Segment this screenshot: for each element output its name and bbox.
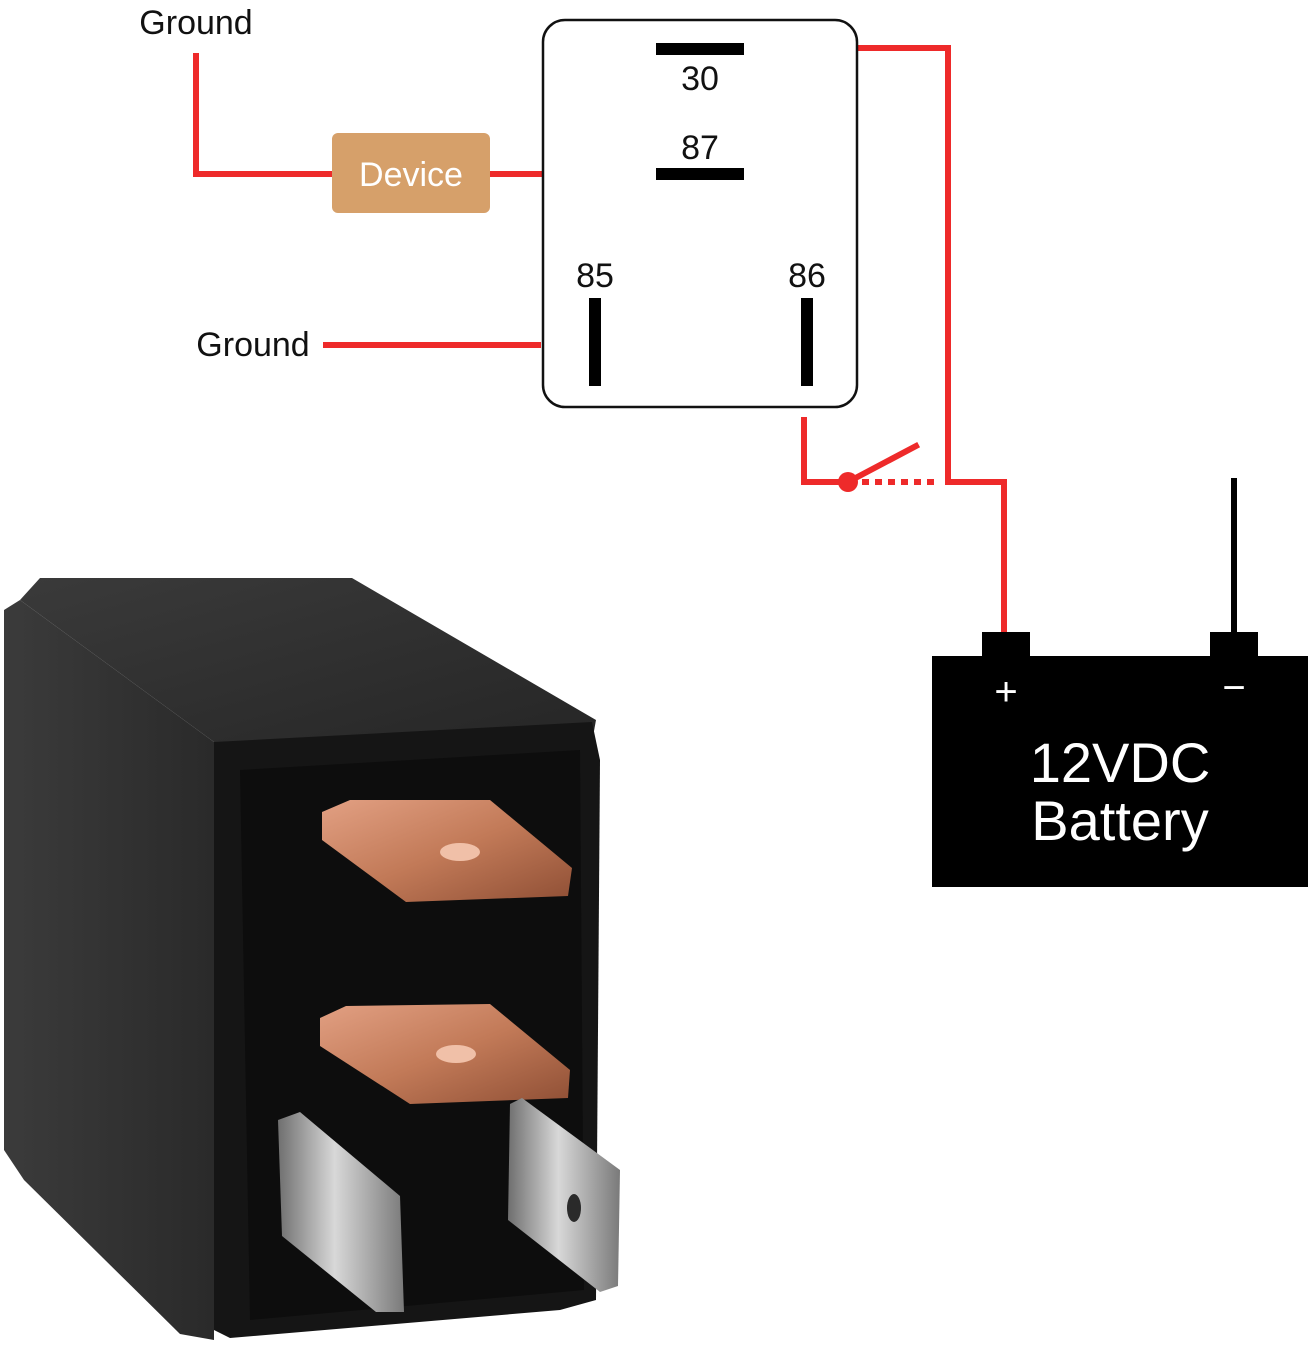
battery-positive-terminal: [982, 632, 1030, 658]
silver-terminal-right-hole: [567, 1194, 581, 1222]
battery: + − 12VDC Battery: [932, 632, 1308, 887]
device-label: Device: [359, 156, 463, 194]
pin-86-contact: [801, 298, 813, 386]
wires: [193, 45, 1007, 639]
battery-voltage-label: 12VDC: [1030, 731, 1211, 794]
pin-85-contact: [589, 298, 601, 386]
battery-name-label: Battery: [1031, 789, 1208, 852]
pin-30-contact: [656, 43, 744, 55]
copper-terminal-top-hole: [440, 843, 480, 861]
pin30-to-battery-wire: [753, 45, 1007, 639]
device-rect: [332, 133, 490, 213]
pin-85-label: 85: [576, 257, 614, 295]
pin-30-label: 30: [681, 60, 719, 98]
relay-top-face: [20, 578, 596, 742]
battery-negative-terminal: [1210, 632, 1258, 658]
relay-box-outline: [541, 18, 859, 409]
relay-left-face: [4, 600, 214, 1340]
pin86-to-switch-wire: [801, 417, 851, 485]
silver-terminal-left: [278, 1112, 404, 1312]
switch-icon[interactable]: [838, 472, 858, 492]
battery-minus-sign: −: [1222, 666, 1245, 710]
ground-wire-top: [193, 53, 337, 177]
ground-label-mid: Ground: [196, 326, 309, 364]
silver-terminal-right: [508, 1098, 620, 1292]
pin-87-contact: [656, 168, 744, 180]
ground-label-top: Ground: [139, 4, 252, 42]
switch-lever: [843, 441, 921, 487]
relay-schematic: 30 87 85 86: [541, 18, 859, 409]
copper-terminal-bottom-hole: [436, 1045, 476, 1063]
battery-body: [932, 656, 1308, 887]
device-box: Device: [332, 133, 490, 213]
relay-photo: [4, 578, 620, 1340]
pin-87-label: 87: [681, 129, 719, 167]
pin-86-label: 86: [788, 257, 826, 295]
battery-plus-sign: +: [994, 670, 1017, 714]
